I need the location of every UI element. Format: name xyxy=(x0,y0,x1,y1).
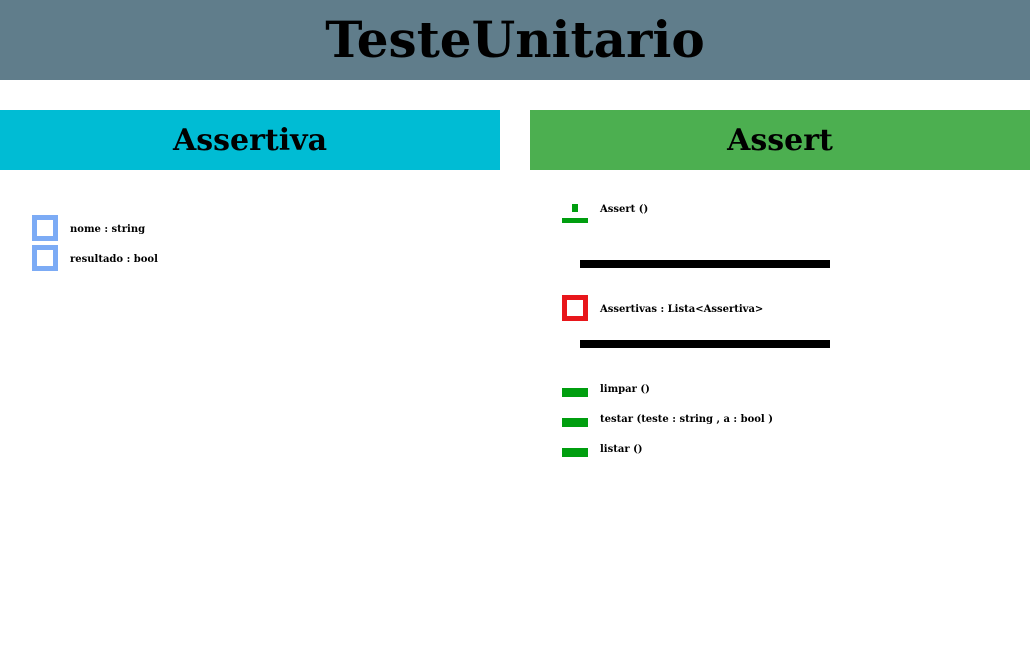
method-label: listar () xyxy=(600,443,643,455)
public-method-icon xyxy=(562,388,588,397)
section-divider xyxy=(580,340,830,348)
constructor-icon xyxy=(562,204,588,224)
public-method-icon xyxy=(562,418,588,427)
attribute-label: resultado : bool xyxy=(70,253,158,265)
method-row-testar[interactable]: testar (teste : string , a : bool ) xyxy=(600,406,773,432)
section-divider xyxy=(580,260,830,268)
attribute-label: nome : string xyxy=(70,223,146,235)
method-row-listar[interactable]: listar () xyxy=(600,436,643,462)
diagram-title: TesteUnitario xyxy=(325,10,705,69)
class-name-assertiva: Assertiva xyxy=(172,122,328,158)
attribute-label: Assertivas : Lista<Assertiva> xyxy=(600,303,764,315)
constructor-row-assert[interactable]: Assert () xyxy=(600,196,648,222)
private-attribute-icon xyxy=(562,295,588,321)
public-attribute-icon xyxy=(32,215,58,241)
class-name-assert: Assert xyxy=(727,122,833,158)
class-header-assertiva[interactable]: Assertiva xyxy=(0,110,500,170)
class-header-assert[interactable]: Assert xyxy=(530,110,1030,170)
diagram-title-bar: TesteUnitario xyxy=(0,0,1030,80)
method-label: limpar () xyxy=(600,383,650,395)
attribute-row-resultado[interactable]: resultado : bool xyxy=(70,246,158,272)
method-row-limpar[interactable]: limpar () xyxy=(600,376,650,402)
public-method-icon xyxy=(562,448,588,457)
constructor-label: Assert () xyxy=(600,203,649,215)
public-attribute-icon xyxy=(32,245,58,271)
attribute-row-assertivas[interactable]: Assertivas : Lista<Assertiva> xyxy=(600,296,763,322)
method-label: testar (teste : string , a : bool ) xyxy=(600,413,773,425)
attribute-row-nome[interactable]: nome : string xyxy=(70,216,145,242)
